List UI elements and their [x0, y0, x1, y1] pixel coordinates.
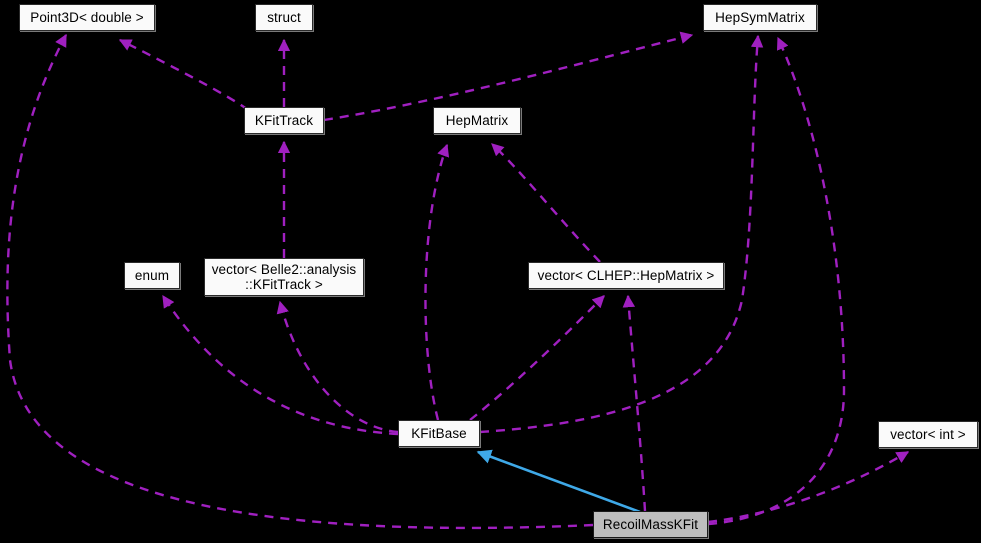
class-node-vec_hepmatrix[interactable]: vector< CLHEP::HepMatrix >: [528, 262, 724, 289]
class-node-label: HepMatrix: [445, 113, 509, 128]
class-node-label: vector< CLHEP::HepMatrix >: [537, 268, 715, 283]
class-node-label: vector< Belle2::analysis ::KFitTrack >: [211, 262, 357, 292]
class-node-label: KFitBase: [411, 426, 467, 441]
class-node-vec_int[interactable]: vector< int >: [878, 421, 978, 448]
class-node-label: Point3D< double >: [30, 10, 144, 25]
class-node-vec_kfittrack[interactable]: vector< Belle2::analysis ::KFitTrack >: [204, 258, 364, 296]
class-node-label: KFitTrack: [254, 113, 314, 128]
class-node-kfitbase[interactable]: KFitBase: [398, 420, 480, 447]
class-node-hepsymmatrix[interactable]: HepSymMatrix: [703, 4, 817, 31]
class-node-label: vector< int >: [890, 427, 966, 442]
class-node-enum[interactable]: enum: [124, 262, 180, 289]
class-node-hepmatrix[interactable]: HepMatrix: [433, 107, 521, 134]
class-node-label: HepSymMatrix: [715, 10, 805, 25]
class-node-label: RecoilMassKFit: [602, 517, 699, 532]
class-node-kfittrack[interactable]: KFitTrack: [244, 107, 324, 134]
class-node-recoilmasskfit[interactable]: RecoilMassKFit: [593, 511, 708, 538]
class-node-label: enum: [134, 268, 170, 283]
class-node-label: struct: [267, 10, 301, 25]
class-node-point3d[interactable]: Point3D< double >: [19, 4, 155, 31]
class-node-struct[interactable]: struct: [255, 4, 313, 31]
